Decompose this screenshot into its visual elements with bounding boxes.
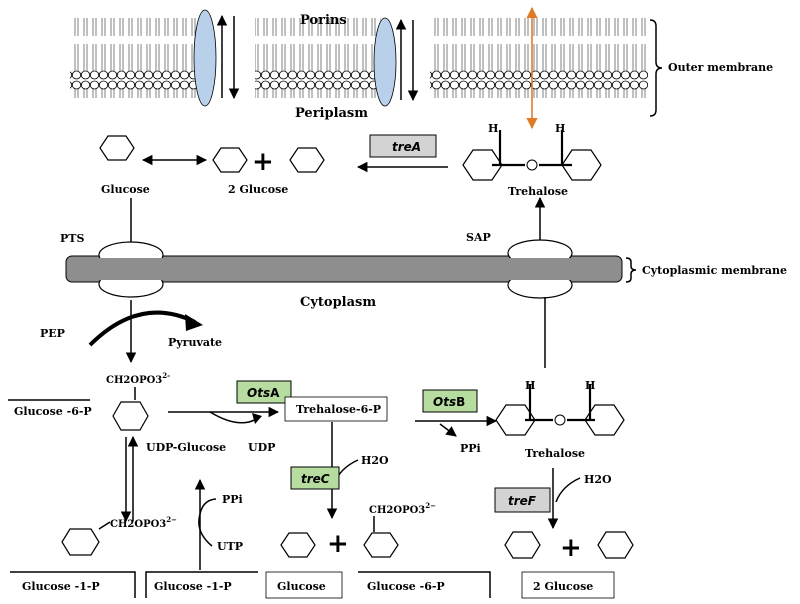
utp-ppi-arc bbox=[198, 498, 217, 547]
glucose1p-b-bracket bbox=[145, 571, 258, 598]
plus-sign-bottom-left: + bbox=[327, 529, 349, 559]
udp-arrowhead bbox=[252, 413, 262, 424]
cytoplasmic-membrane-brace bbox=[625, 257, 637, 283]
glucose-hexagon-bottom-2b bbox=[597, 531, 634, 559]
glucose6p-bottom-label: Glucose -6-P bbox=[367, 580, 445, 593]
trehalose6p-label: Trehalose-6-P bbox=[296, 403, 381, 416]
glucose-hexagon-top-2a bbox=[212, 147, 248, 173]
two-glucose-label-top: 2 Glucose bbox=[228, 183, 288, 196]
otsB-enzyme-box bbox=[422, 389, 478, 413]
plus-sign-top: + bbox=[252, 147, 274, 177]
trehalose6p-box bbox=[284, 396, 388, 422]
plus-sign-bottom-right: + bbox=[560, 533, 582, 563]
treF-enzyme-label: treF bbox=[508, 494, 537, 508]
trehalose-mid-oxygen bbox=[554, 414, 566, 426]
pep-label: PEP bbox=[40, 327, 65, 340]
glucose-hexagon-top-2b bbox=[289, 147, 325, 173]
otsA-enzyme-label: OtsA bbox=[247, 386, 280, 400]
ch2opo3-label-c: CH2OPO32− bbox=[110, 515, 177, 530]
lipid-bilayer-segment-3 bbox=[430, 18, 648, 98]
outer-membrane-brace bbox=[649, 19, 663, 117]
porin-1 bbox=[193, 9, 217, 107]
utp-label: UTP bbox=[217, 540, 243, 553]
glucose6p-bottom-hexagon bbox=[363, 532, 399, 558]
udp-glucose-label: UDP-Glucose bbox=[146, 441, 226, 454]
ppi-release-arrow bbox=[439, 423, 457, 437]
cytoplasm-label: Cytoplasm bbox=[300, 295, 376, 310]
otsB-enzyme-label: OtsB bbox=[433, 395, 465, 409]
treA-enzyme-label: treA bbox=[392, 140, 421, 154]
glucose-hexagon-bottom bbox=[280, 532, 316, 558]
cytoplasmic-membrane-label: Cytoplasmic membrane bbox=[642, 264, 787, 277]
periplasm-reactions: + Glucose 2 Glucose treA H H Trehalose bbox=[99, 122, 602, 198]
ch2opo3-charge-b: 2− bbox=[425, 501, 436, 510]
h2o-b-label: H2O bbox=[584, 473, 612, 486]
glucose1p-b-label: Glucose -1-P bbox=[154, 580, 232, 593]
pts-label: PTS bbox=[60, 232, 84, 245]
glucose-label-top: Glucose bbox=[101, 183, 150, 196]
trehalose-mid-right-ring bbox=[584, 404, 625, 436]
treC-enzyme-label: treC bbox=[301, 472, 330, 486]
trehalose-mid-label: Trehalose bbox=[525, 447, 585, 460]
glucose1p-hexagon bbox=[61, 528, 100, 556]
trehalose-label-top: Trehalose bbox=[508, 185, 568, 198]
membrane-bar-overlay bbox=[99, 258, 163, 280]
ch2opo3-label-b: CH2OPO32− bbox=[369, 501, 436, 516]
glucose6p-left-label: Glucose -6-P bbox=[14, 405, 92, 418]
trehalose-top-h-left: H bbox=[488, 122, 498, 135]
two-glucose-bottom-label: 2 Glucose bbox=[533, 580, 593, 593]
pyruvate-label: Pyruvate bbox=[168, 336, 222, 349]
glucose-bottom-label: Glucose bbox=[277, 580, 326, 593]
treA-enzyme-box bbox=[369, 134, 437, 158]
ch2opo3-label-a: CH2OPO32- bbox=[106, 371, 170, 386]
ch2opo3-charge-c: 2− bbox=[166, 515, 177, 524]
outer-membrane-label: Outer membrane bbox=[668, 61, 773, 74]
pyruvate-arrowhead bbox=[185, 314, 203, 331]
periplasm-label: Periplasm bbox=[295, 106, 368, 121]
glucose-hexagon-bottom-2a bbox=[504, 531, 541, 559]
otsA-enzyme-box bbox=[236, 380, 292, 404]
glucose6p-bottom-bracket bbox=[358, 571, 491, 598]
cytoplasmic-membrane-bar bbox=[65, 255, 623, 283]
glucose-bottom-box bbox=[265, 571, 343, 599]
udp-label: UDP bbox=[248, 441, 275, 454]
outer-membrane: Porins Outer membrane Periplasm bbox=[70, 6, 773, 130]
sap-label: SAP bbox=[466, 231, 491, 244]
glucose1p-a-bracket bbox=[10, 571, 136, 598]
udp-release-arc bbox=[209, 411, 259, 424]
membrane-bar-overlay-2 bbox=[508, 258, 572, 280]
trehalose-top-oxygen bbox=[526, 159, 538, 171]
trehalose-mid-h-right: H bbox=[585, 379, 595, 392]
porins-label: Porins bbox=[300, 13, 347, 28]
lipid-bilayer-segment-1 bbox=[70, 18, 198, 98]
trehalose-top-right-ring bbox=[561, 149, 602, 181]
two-glucose-bottom-box bbox=[521, 571, 615, 599]
treF-enzyme-box bbox=[494, 487, 551, 513]
ch2opo3-charge-a: 2- bbox=[162, 371, 170, 380]
glucose1p-bond bbox=[98, 521, 111, 530]
h2o-a-label: H2O bbox=[361, 454, 389, 467]
glucose-hexagon-top bbox=[99, 135, 135, 161]
trehalose-mid-h-left: H bbox=[525, 379, 535, 392]
glucose1p-a-label: Glucose -1-P bbox=[22, 580, 100, 593]
lipid-bilayer-segment-2 bbox=[255, 18, 381, 98]
pep-pyruvate-arc bbox=[88, 310, 196, 347]
h2o-b-arc bbox=[555, 477, 581, 503]
treC-enzyme-box bbox=[290, 466, 340, 490]
cytoplasmic-membrane: PTS SAP Cytoplasmic membrane Cytoplasm bbox=[60, 196, 787, 310]
ppi-left-label: PPi bbox=[222, 493, 243, 506]
ppi-right-label: PPi bbox=[460, 442, 481, 455]
cytoplasm-reactions: PEP Pyruvate CH2OPO32- Glucose -6-P OtsA… bbox=[8, 297, 634, 599]
trehalose-top-h-right: H bbox=[555, 122, 565, 135]
porin-2 bbox=[373, 17, 397, 107]
glucose6p-left-hexagon bbox=[112, 401, 149, 431]
